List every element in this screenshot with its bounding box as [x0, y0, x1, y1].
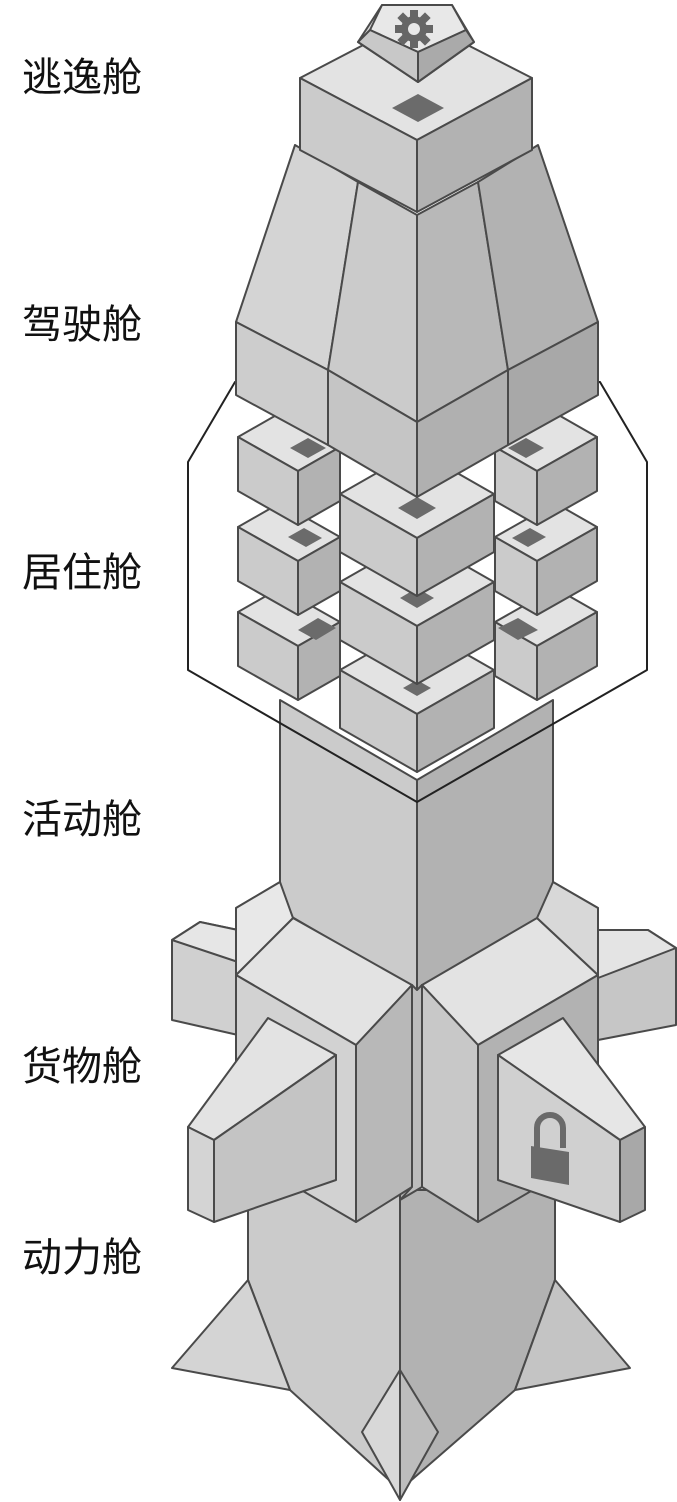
label-habitat-module: 居住舱 — [22, 550, 142, 596]
lock-icon — [531, 1112, 569, 1185]
habitat-pod-row-1 — [237, 412, 598, 526]
habitat-center-stack — [339, 449, 495, 773]
power-module — [171, 1189, 631, 1501]
label-cockpit-module: 驾驶舱 — [22, 302, 142, 348]
right-fin — [514, 1279, 631, 1391]
cockpit-module — [235, 144, 599, 498]
center-fin-left — [361, 1369, 401, 1501]
cargo-module — [171, 881, 677, 1223]
escape-module — [299, 4, 533, 213]
label-cargo-module: 货物舱 — [22, 1044, 142, 1090]
label-power-module: 动力舱 — [22, 1235, 142, 1281]
activity-module — [279, 699, 554, 991]
habitat-module — [187, 381, 648, 803]
habitat-pod-row-2 — [237, 502, 598, 616]
label-activity-module: 活动舱 — [22, 797, 142, 843]
gear-icon — [395, 10, 433, 48]
label-escape-module: 逃逸舱 — [22, 55, 142, 101]
habitat-outline — [187, 381, 648, 803]
left-fin — [171, 1279, 291, 1391]
